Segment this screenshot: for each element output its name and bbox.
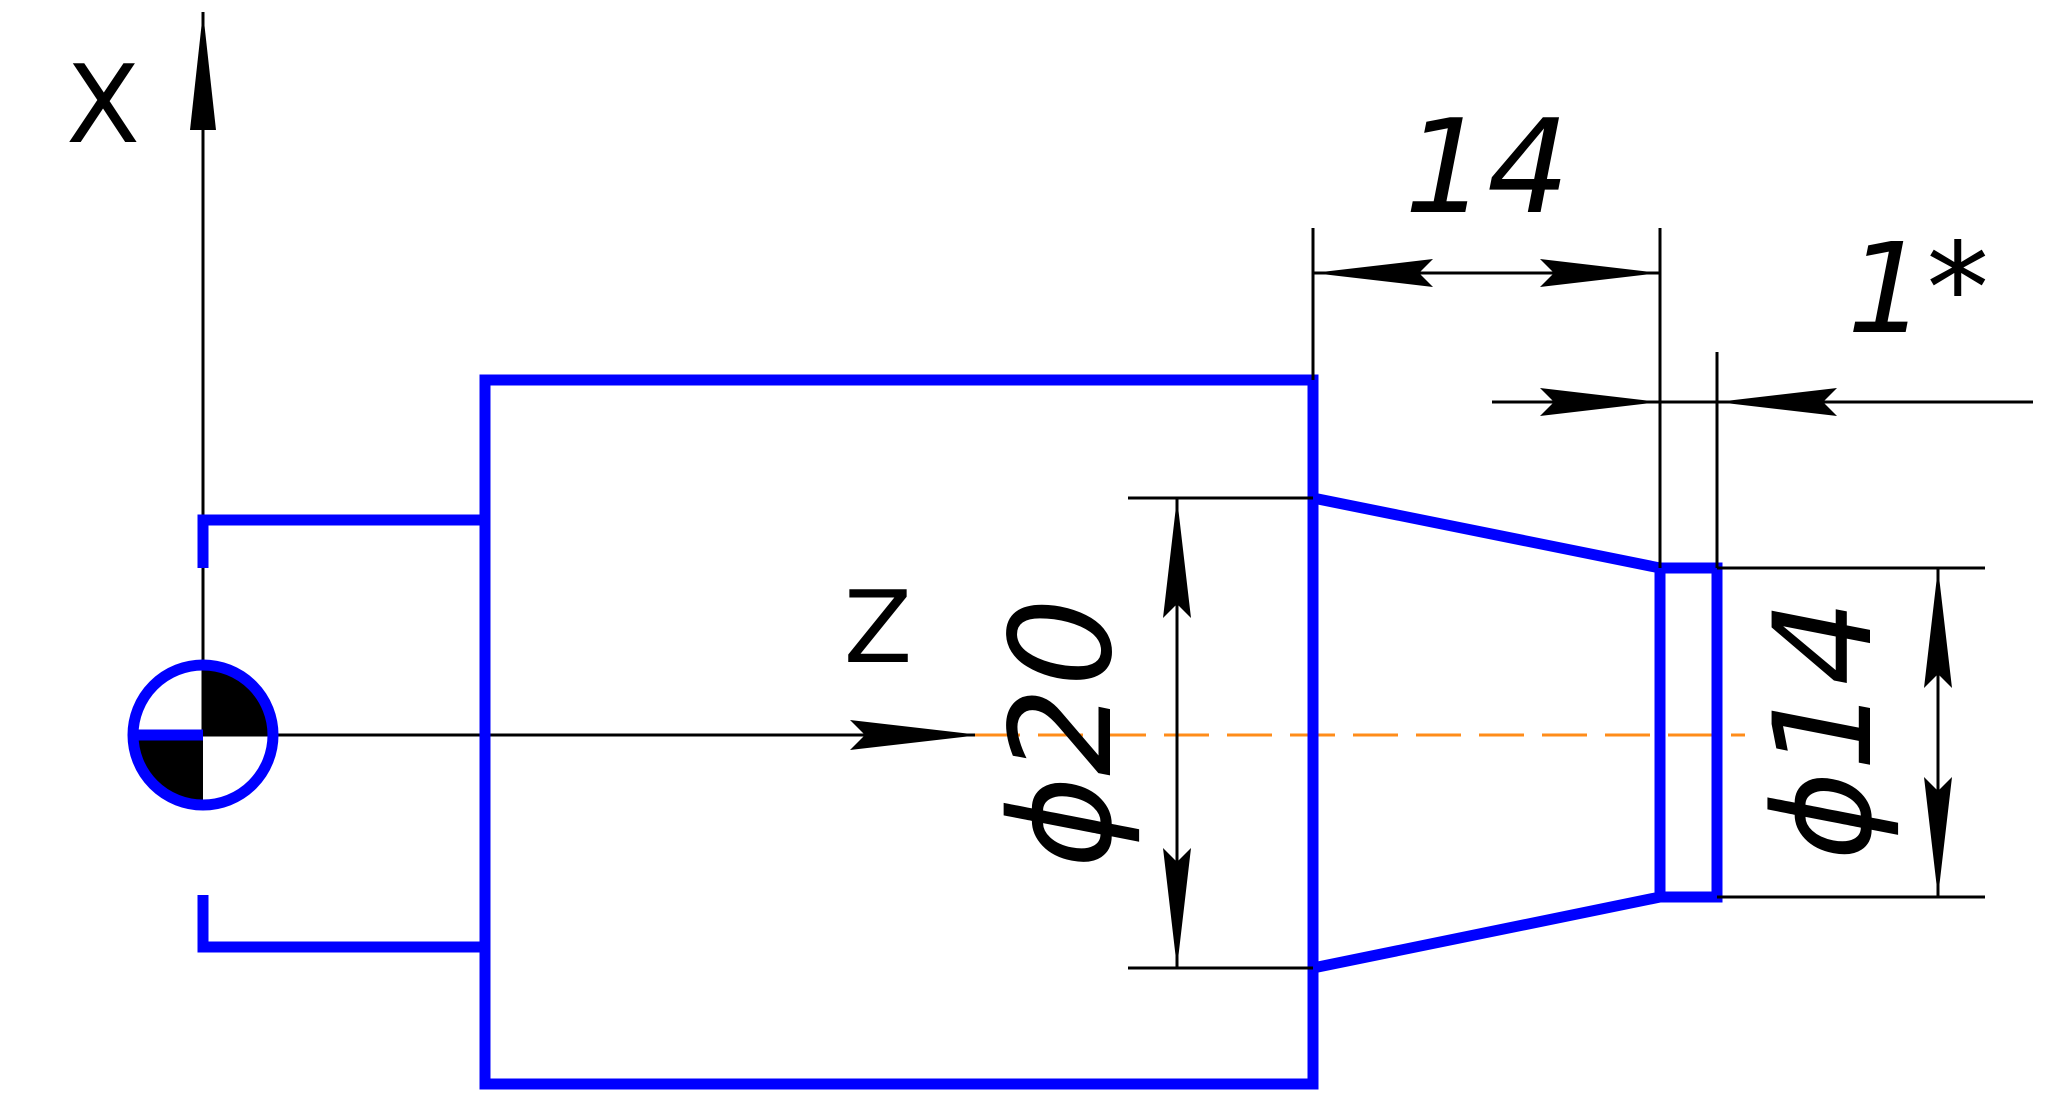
arrowhead-left [1540, 388, 1660, 416]
arrowhead-right [1540, 259, 1660, 287]
dim-length-taper: 14 [1311, 91, 1662, 568]
datum-quadrant-top-right [203, 665, 273, 735]
arrowhead-top [1924, 568, 1952, 688]
dim-length-taper-label: 14 [1404, 91, 1569, 243]
dim-length-step-label: 1* [1847, 217, 1989, 362]
part-outline [197, 374, 1723, 1090]
dim-length-step: 1* [1492, 217, 2033, 568]
left-shaft-bottom [197, 895, 485, 953]
z-axis-arrowhead [850, 720, 980, 750]
dim-dia-small: ϕ14 [1717, 566, 1985, 899]
main-cylinder [479, 374, 1319, 1090]
datum-target-icon [127, 659, 279, 811]
z-axis-label: Z [844, 569, 913, 686]
dim-dia-small-label: ϕ14 [1745, 600, 1902, 861]
x-axis-label: X [66, 43, 140, 168]
datum-quadrant-bottom-left [133, 735, 203, 805]
arrowhead-top [1163, 498, 1191, 618]
arrowhead-bottom [1924, 777, 1952, 897]
x-axis-arrowhead [190, 12, 216, 130]
taper-section [1311, 492, 1666, 974]
z-axis: Z [203, 569, 980, 750]
x-axis: X [66, 12, 216, 735]
dim-dia-large: ϕ20 [981, 496, 1313, 970]
dim-dia-large-label: ϕ20 [981, 598, 1144, 869]
arrowhead-left [1313, 259, 1433, 287]
arrowhead-bottom [1163, 848, 1191, 968]
arrowhead-right [1717, 388, 1837, 416]
end-collar [1654, 562, 1723, 903]
left-shaft-top [197, 514, 485, 568]
